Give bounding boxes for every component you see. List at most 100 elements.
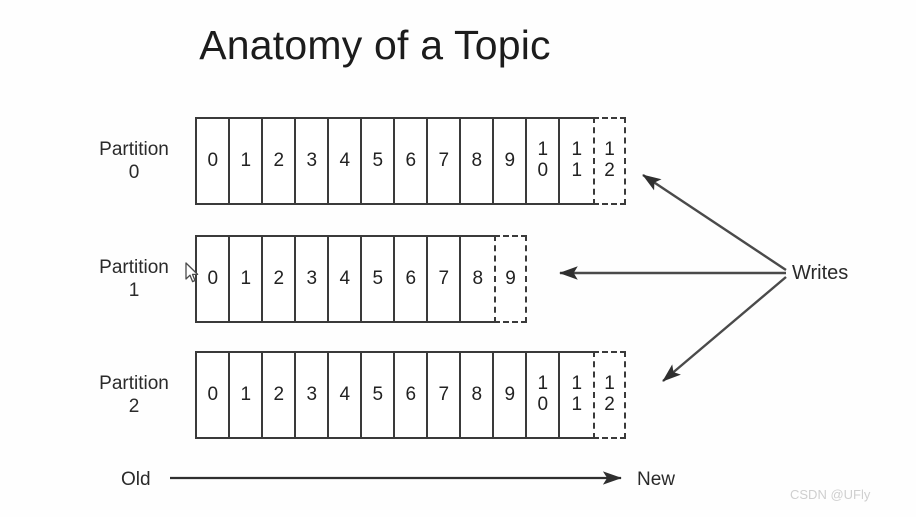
partition-0-label-line1: Partition	[99, 138, 169, 160]
log-cell-value: 4	[339, 149, 350, 171]
log-cell-value: 9	[504, 149, 515, 171]
log-cell-value: 4	[339, 267, 350, 289]
log-cell: 5	[362, 119, 395, 203]
log-cell: 3	[296, 353, 329, 437]
log-cell: 1	[230, 237, 263, 321]
log-cell: 2	[263, 119, 296, 203]
log-cell-value: 0	[207, 267, 218, 289]
digit: 0	[537, 394, 548, 415]
log-cell: 8	[461, 237, 494, 321]
log-cell-value: 5	[372, 149, 383, 171]
log-cell: 6	[395, 237, 428, 321]
log-cell: 4	[329, 353, 362, 437]
partition-2-label-line2: 2	[128, 396, 140, 417]
log-cell: 2	[263, 353, 296, 437]
log-cell: 0	[197, 119, 230, 203]
digit: 1	[571, 373, 582, 395]
mouse-cursor-icon	[185, 262, 199, 283]
log-cell-value: 1	[240, 383, 251, 405]
writes-arrow-to-partition-0	[642, 174, 787, 271]
log-cell-value: 1	[240, 267, 251, 289]
digit: 1	[604, 139, 615, 161]
log-cell: 0	[197, 237, 230, 321]
log-cell-value: 7	[438, 149, 449, 171]
timeline-old-label: Old	[121, 469, 151, 490]
partition-0-label: Partition 0	[78, 117, 190, 205]
digit: 1	[571, 394, 582, 415]
digit: 2	[604, 394, 615, 415]
writes-arrow-to-partition-2	[662, 276, 787, 382]
digit: 1	[537, 139, 548, 161]
partition-1-pending-cell: 9	[494, 235, 527, 323]
log-cell: 9	[494, 119, 527, 203]
partition-0-label-line2: 0	[128, 162, 140, 183]
watermark: CSDN @UFly	[790, 487, 871, 502]
digit: 0	[537, 160, 548, 181]
partition-1-label-line2: 1	[128, 280, 140, 301]
log-cell-value: 5	[372, 383, 383, 405]
digit: 1	[537, 373, 548, 395]
log-cell-value: 2	[273, 267, 284, 289]
partition-1-label-line1: Partition	[99, 256, 169, 278]
partition-1-label: Partition 1	[78, 235, 190, 323]
log-cell-value: 9	[505, 267, 516, 289]
partition-row-1: Partition 1 0 1 2 3 4 5 6 7 8 9	[78, 235, 538, 323]
writes-label: Writes	[792, 262, 849, 284]
log-cell: 0	[197, 353, 230, 437]
log-cell-value: 3	[306, 383, 317, 405]
digit: 1	[571, 139, 582, 161]
log-cell-value: 1	[240, 149, 251, 171]
log-cell: 8	[461, 119, 494, 203]
log-cell-value: 6	[405, 149, 416, 171]
log-cell-value: 6	[405, 383, 416, 405]
log-cell-value: 2	[273, 383, 284, 405]
log-cell-value: 8	[472, 267, 483, 289]
log-cell-value: 3	[306, 267, 317, 289]
log-cell-value: 8	[471, 383, 482, 405]
digit: 1	[604, 373, 615, 395]
partition-1-log: 0 1 2 3 4 5 6 7 8 9	[195, 235, 527, 323]
log-cell-value: 8	[471, 149, 482, 171]
log-cell: 7	[428, 119, 461, 203]
log-cell-value: 5	[372, 267, 383, 289]
partition-1-committed-segment: 0 1 2 3 4 5 6 7 8	[195, 235, 496, 323]
log-cell: 6	[395, 353, 428, 437]
digit: 2	[604, 160, 615, 181]
log-cell: 7	[428, 353, 461, 437]
log-cell: 3	[296, 237, 329, 321]
log-cell-value: 7	[438, 267, 449, 289]
log-cell: 1	[230, 353, 263, 437]
log-cell: 1	[230, 119, 263, 203]
log-cell: 4	[329, 119, 362, 203]
partition-2-label-line1: Partition	[99, 372, 169, 394]
log-cell-value: 0	[207, 149, 218, 171]
log-cell-value: 6	[405, 267, 416, 289]
log-cell-value: 7	[438, 383, 449, 405]
log-cell-value: 3	[306, 149, 317, 171]
log-cell: 5	[362, 237, 395, 321]
log-cell-value: 2	[273, 149, 284, 171]
log-cell: 8	[461, 353, 494, 437]
log-cell: 6	[395, 119, 428, 203]
timeline-new-label: New	[637, 469, 676, 490]
log-cell: 3	[296, 119, 329, 203]
page-title: Anatomy of a Topic	[199, 22, 551, 68]
